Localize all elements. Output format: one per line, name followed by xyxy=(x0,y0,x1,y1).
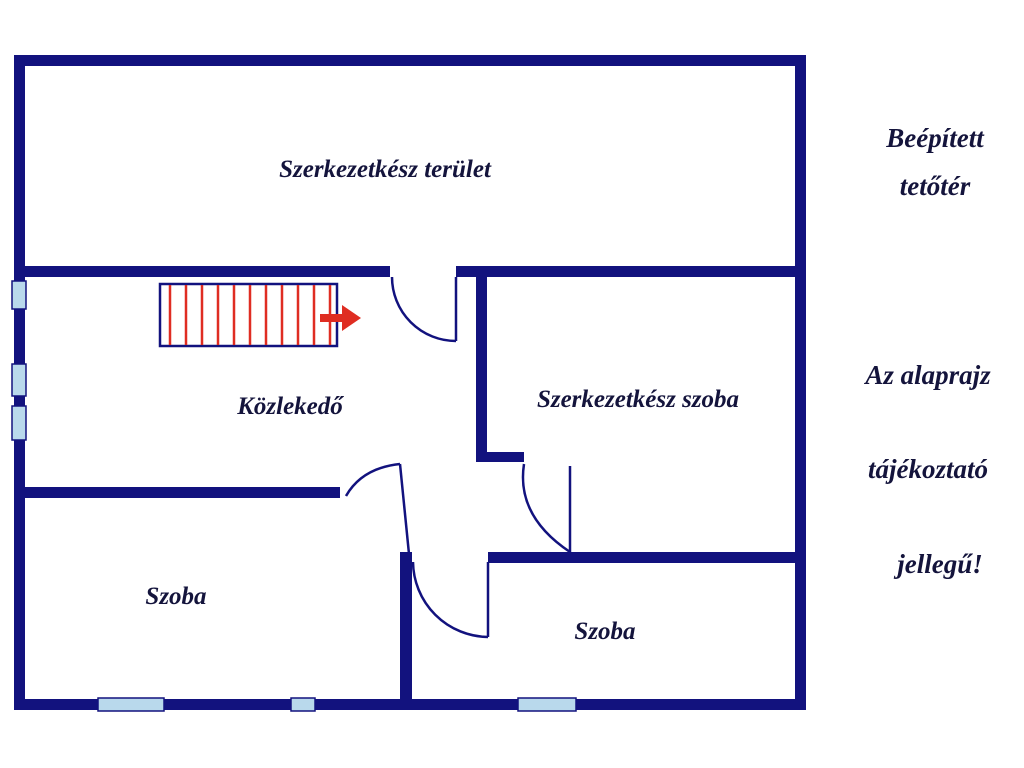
wall-hall-bottom xyxy=(14,487,340,498)
annotation-attic-line2: tetőtér xyxy=(899,171,971,201)
stairs-direction-arrow-icon xyxy=(320,305,361,331)
wall-bottom-divider xyxy=(400,552,412,710)
wall-room-vertical xyxy=(476,266,487,462)
label-top-area: Szerkezetkész terület xyxy=(279,156,491,183)
wall-mid-left xyxy=(14,266,390,277)
window-bottom-1 xyxy=(97,697,165,712)
window-bottom-3 xyxy=(517,697,577,712)
wall-mid-right xyxy=(456,266,806,277)
interior-walls xyxy=(14,266,806,710)
stairs-steps xyxy=(168,285,332,345)
wall-right xyxy=(795,55,806,710)
wall-bottomright-top xyxy=(488,552,806,563)
label-mid-right-room: Szerkezetkész szoba xyxy=(536,386,740,413)
annotation-attic-line1: Beépített xyxy=(886,123,984,153)
annotation-note-line1: Az alaprajz xyxy=(865,360,991,390)
windows xyxy=(11,280,577,712)
annotation-note-line3: jellegű! xyxy=(897,549,983,579)
door-bottom-right-room xyxy=(411,561,490,639)
window-bottom-2 xyxy=(290,697,316,712)
staircase xyxy=(158,282,361,348)
wall-stub xyxy=(476,452,524,462)
doors xyxy=(344,276,572,639)
label-bottom-left-room: Szoba xyxy=(145,583,207,610)
annotation-attic: Beépített tetőtér xyxy=(846,114,1024,210)
annotation-note-line2: tájékoztató xyxy=(868,454,988,484)
window-left-3 xyxy=(11,405,27,441)
window-left-2 xyxy=(11,363,27,397)
window-left-1 xyxy=(11,280,27,310)
label-hallway: Közlekedő xyxy=(237,393,343,420)
label-bottom-right-room: Szoba xyxy=(574,618,636,645)
door-hallway xyxy=(344,462,411,555)
door-mid-right-room xyxy=(521,463,572,554)
door-top-center xyxy=(390,276,458,343)
wall-top xyxy=(14,55,806,66)
